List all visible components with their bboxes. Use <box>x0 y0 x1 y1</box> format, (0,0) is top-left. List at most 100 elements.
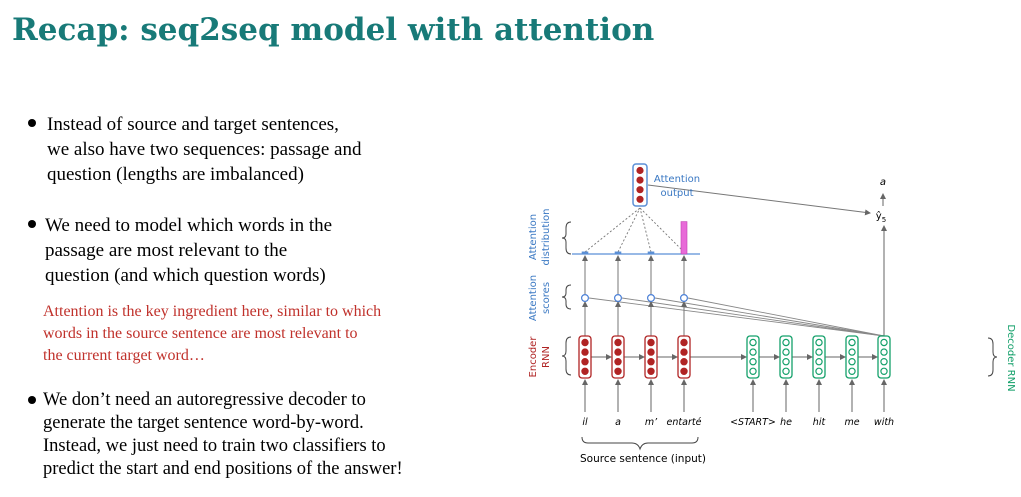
hidden-unit <box>880 358 888 366</box>
note-line: Attention is the key ingredient here, si… <box>43 303 382 320</box>
hidden-unit <box>815 367 823 375</box>
hidden-unit <box>848 358 856 366</box>
attention-output-label-1: Attention <box>654 174 700 185</box>
encoder-cell <box>578 335 592 379</box>
hidden-unit <box>680 348 688 356</box>
attention-weight-bar <box>614 251 622 255</box>
attention-score-node <box>679 294 688 303</box>
hidden-unit <box>636 195 644 203</box>
source-brace <box>581 436 699 451</box>
bullet-1: Instead of source and target sentences, … <box>28 112 361 187</box>
prediction-subscript: 5 <box>882 216 886 224</box>
bullet-line: Instead of source and target sentences, <box>47 114 339 135</box>
bullet-line: passage are most relevant to the <box>45 240 288 261</box>
hidden-unit <box>680 367 688 375</box>
hidden-unit <box>815 348 823 356</box>
hidden-unit <box>815 338 823 347</box>
attention-scores-label-1: Attention <box>528 275 539 321</box>
encoder-cell-box <box>644 335 658 379</box>
decoder-cell-box <box>812 335 826 379</box>
hidden-unit <box>647 367 655 375</box>
bullet-1-text: Instead of source and target sentences, … <box>47 112 361 187</box>
note-line: the current target word… <box>43 347 205 364</box>
bullet-dot <box>28 220 36 228</box>
hidden-unit <box>782 348 790 356</box>
distribution-to-output-line <box>639 207 652 253</box>
decoder-cell <box>845 335 859 379</box>
decoder-cell <box>746 335 760 379</box>
bullet-line: we also have two sequences: passage and <box>47 139 362 160</box>
bullet-dot <box>28 119 36 127</box>
attention-note: Attention is the key ingredient here, si… <box>43 301 381 367</box>
source-word: entarté <box>667 417 702 428</box>
hidden-unit <box>782 338 790 347</box>
bullet-line: question (and which question words) <box>45 265 326 286</box>
hidden-unit <box>581 338 589 347</box>
hidden-unit <box>749 367 757 375</box>
hidden-unit <box>614 348 622 356</box>
hidden-unit <box>581 367 589 375</box>
hidden-unit <box>749 348 757 356</box>
decoder-cell-box <box>746 335 760 379</box>
hidden-unit <box>647 348 655 356</box>
encoder-cell <box>644 335 658 379</box>
source-word: a <box>615 417 621 428</box>
decoder-label: Decoder RNN <box>1005 324 1016 391</box>
hidden-unit <box>782 367 790 375</box>
prediction-symbol: ŷ <box>876 210 882 222</box>
target-word: with <box>874 417 894 428</box>
target-word: hit <box>813 417 827 428</box>
bullet-line: predict the start and end positions of t… <box>43 459 403 479</box>
hidden-unit <box>749 338 757 347</box>
hidden-unit <box>749 358 757 366</box>
bullet-2-text: We need to model which words in the pass… <box>45 213 332 288</box>
distribution-to-output-line <box>639 207 685 253</box>
attention-scores-brace <box>561 284 572 310</box>
attention-output-box <box>632 163 648 207</box>
source-word: il <box>582 417 588 428</box>
bullet-line: We don’t need an autoregressive decoder … <box>43 390 366 410</box>
hidden-unit <box>815 358 823 366</box>
attention-score-node <box>580 294 589 303</box>
decoder-cell-box <box>877 335 891 379</box>
hidden-unit <box>880 348 888 356</box>
hidden-unit <box>848 348 856 356</box>
encoder-cell-box <box>611 335 625 379</box>
hidden-unit <box>880 338 888 347</box>
encoder-brace <box>561 336 572 376</box>
hidden-unit <box>581 348 589 356</box>
attention-weight-bar <box>680 221 688 255</box>
attention-bars <box>572 221 700 303</box>
attention-weight-bar <box>581 251 589 255</box>
decoder-brace <box>987 337 998 377</box>
slide-title: Recap: seq2seq model with attention <box>12 12 655 48</box>
hidden-unit <box>636 186 644 194</box>
hidden-unit <box>782 358 790 366</box>
encoder-cell <box>677 335 691 379</box>
target-word: he <box>780 417 792 428</box>
bullet-line: We need to model which words in the <box>45 215 333 236</box>
encoder-cell <box>611 335 625 379</box>
decoder-cell <box>812 335 826 379</box>
source-word: m’ <box>645 417 658 428</box>
connection-lines <box>582 184 887 412</box>
hidden-unit <box>647 338 655 347</box>
bullet-3-text: We don’t need an autoregressive decoder … <box>43 389 403 481</box>
bullet-line: question (lengths are imbalanced) <box>47 164 304 185</box>
hidden-unit <box>880 367 888 375</box>
attention-weight-bar <box>647 251 655 255</box>
hidden-unit <box>636 166 644 175</box>
bullet-line: Instead, we just need to train two class… <box>43 436 386 456</box>
encoder-label-2: RNN <box>541 346 552 368</box>
decoder-to-score-line <box>588 297 885 337</box>
decoder-cell <box>877 335 891 379</box>
hidden-unit <box>680 358 688 366</box>
encoder-cell-box <box>677 335 691 379</box>
hidden-unit <box>581 358 589 366</box>
target-word: me <box>844 417 859 428</box>
attention-distribution-brace <box>561 221 572 255</box>
decoder-cell-box <box>845 335 859 379</box>
bullet-line: generate the target sentence word-by-wor… <box>43 413 364 433</box>
